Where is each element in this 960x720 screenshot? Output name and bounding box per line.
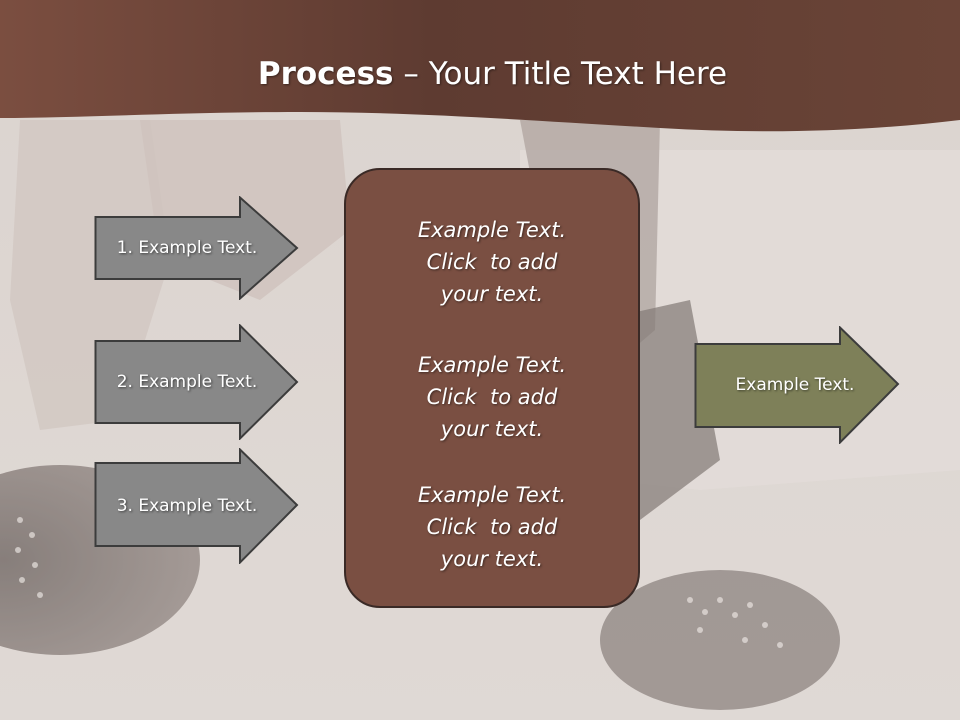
center-line: your text. <box>440 417 544 441</box>
header-band <box>0 0 960 132</box>
left-arrow-label: 1. Example Text. <box>116 238 258 258</box>
right-arrow: Example Text. <box>694 326 900 444</box>
center-line: Click to add <box>426 250 558 274</box>
left-arrow-3: 3. Example Text. <box>94 448 299 564</box>
center-line: Example Text. <box>417 483 567 507</box>
center-text-block-3: Example Text. Click to add your text. <box>346 479 638 575</box>
left-arrow-2: 2. Example Text. <box>94 324 299 440</box>
center-line: Click to add <box>426 515 558 539</box>
slide-title: Process – Your Title Text Here <box>0 52 960 96</box>
center-line: Example Text. <box>417 218 567 242</box>
center-text-box[interactable]: Example Text. Click to add your text. Ex… <box>344 168 640 608</box>
left-arrow-label: 2. Example Text. <box>116 372 258 392</box>
center-line: your text. <box>440 547 544 571</box>
center-line: Example Text. <box>417 353 567 377</box>
right-arrow-label: Example Text. <box>735 375 855 395</box>
left-arrow-1: 1. Example Text. <box>94 196 299 300</box>
center-text-block-2: Example Text. Click to add your text. <box>346 349 638 445</box>
left-arrow-label: 3. Example Text. <box>116 496 258 516</box>
title-bold: Process <box>257 56 394 92</box>
center-line: your text. <box>440 282 544 306</box>
title-rest: – Your Title Text Here <box>393 56 728 92</box>
center-text-block-1: Example Text. Click to add your text. <box>346 214 638 310</box>
center-line: Click to add <box>426 385 558 409</box>
